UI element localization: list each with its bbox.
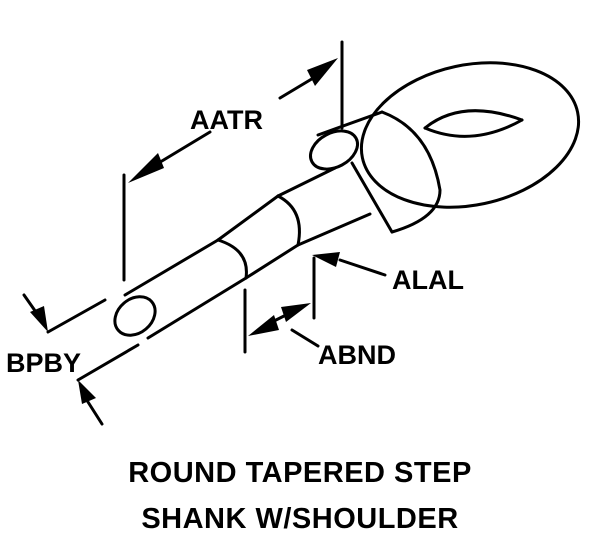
arrowhead [248,315,279,336]
arrowhead [281,303,311,322]
dimension-abnd: ABND [243,256,396,370]
label-aatr: AATR [190,105,263,135]
label-abnd: ABND [318,340,396,370]
arrowhead [128,153,164,183]
arrowhead [78,380,96,404]
dimension-alal: ALAL [312,252,464,295]
dimension-aatr: AATR [122,40,344,282]
shoulder [309,110,442,234]
label-alal: ALAL [392,265,464,295]
dimension-bpby: BPBY [6,293,140,426]
arrowhead [307,58,338,86]
eye-ring [359,61,581,209]
step-shank [113,166,372,340]
caption-line-1: ROUND TAPERED STEP [128,457,472,489]
arrowhead [30,306,48,332]
arrowhead [312,252,340,267]
caption-line-2: SHANK W/SHOULDER [141,503,458,535]
label-bpby: BPBY [6,348,81,378]
